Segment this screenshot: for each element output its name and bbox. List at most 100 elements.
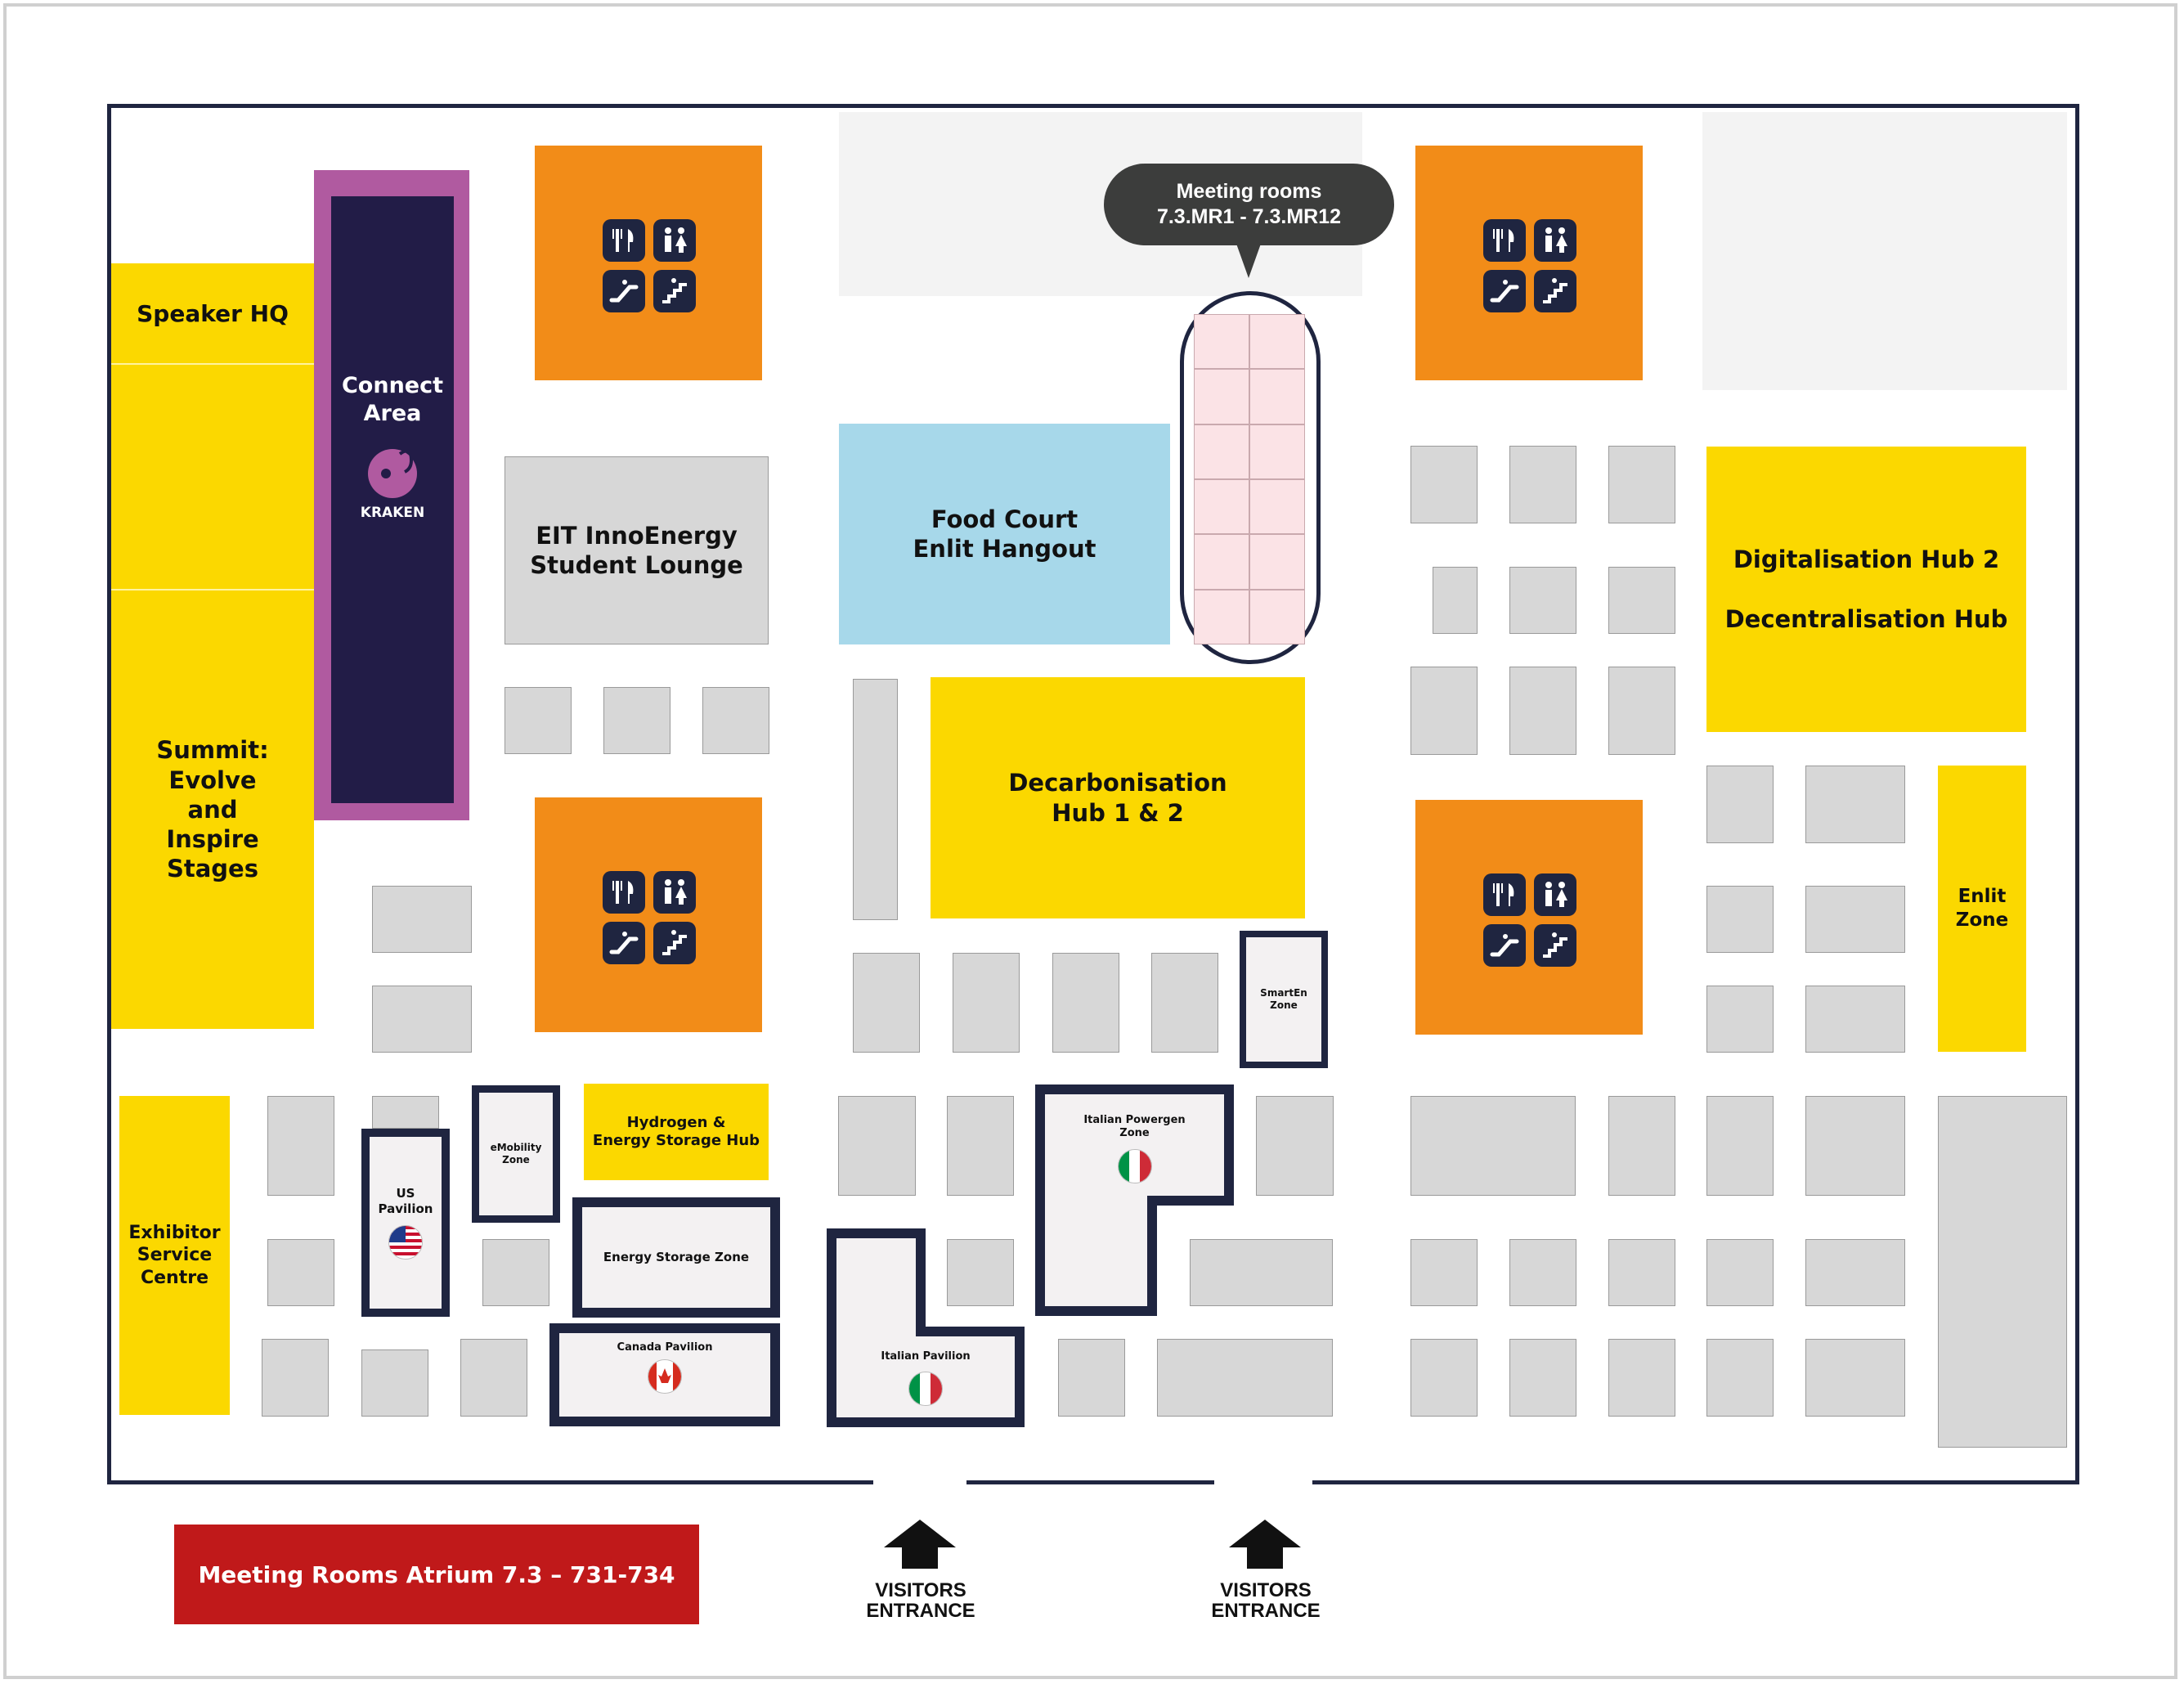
- exhibitor-booth[interactable]: [1058, 1339, 1125, 1417]
- exhibitor-booth[interactable]: [267, 1239, 334, 1306]
- energy-storage-zone[interactable]: Energy Storage Zone: [572, 1197, 780, 1318]
- canada-pavilion[interactable]: Canada Pavilion: [549, 1323, 780, 1426]
- exhibitor-booth[interactable]: [1608, 1239, 1675, 1306]
- exhibitor-booth[interactable]: [482, 1239, 549, 1306]
- exhibitor-booth[interactable]: [1805, 886, 1905, 953]
- meeting-room[interactable]: [1194, 314, 1249, 370]
- digitalisation-hub[interactable]: Digitalisation Hub 2 Decentralisation Hu…: [1706, 447, 2026, 732]
- stairs-icon: [1534, 924, 1576, 967]
- entrance-left-label[interactable]: VISITORS ENTRANCE: [866, 1579, 975, 1623]
- escalator-icon: [603, 270, 645, 312]
- decarbonisation-hub[interactable]: Decarbonisation Hub 1 & 2: [931, 677, 1305, 918]
- enlit-zone[interactable]: Enlit Zone: [1938, 766, 2026, 1052]
- meeting-room[interactable]: [1194, 534, 1249, 590]
- meeting-room[interactable]: [1249, 314, 1305, 370]
- exhibitor-booth[interactable]: [1433, 567, 1478, 634]
- stairs-icon: [653, 270, 696, 312]
- speaker-hq-area[interactable]: Speaker HQ: [111, 263, 314, 365]
- food-court[interactable]: Food Court Enlit Hangout: [839, 424, 1170, 644]
- fork-knife-icon: [1483, 219, 1526, 262]
- us-flag-icon: [388, 1224, 423, 1260]
- meeting-room[interactable]: [1249, 369, 1305, 424]
- italian-powergen-zone[interactable]: Italian Powergen Zone: [1045, 1114, 1224, 1196]
- exhibitor-booth[interactable]: [1509, 667, 1576, 755]
- summit-stages-area[interactable]: Summit: Evolve and Inspire Stages: [111, 591, 314, 1029]
- exhibitor-booth[interactable]: [1706, 1239, 1774, 1306]
- meeting-rooms-atrium[interactable]: Meeting Rooms Atrium 7.3 – 731-734: [174, 1525, 699, 1624]
- meeting-room[interactable]: [1194, 479, 1249, 535]
- exhibitor-booth[interactable]: [947, 1096, 1014, 1196]
- exhibitor-service-centre[interactable]: Exhibitor Service Centre: [119, 1096, 230, 1415]
- exhibitor-booth[interactable]: [361, 1349, 428, 1417]
- smarten-zone[interactable]: SmartEn Zone: [1240, 931, 1328, 1068]
- italy-flag-icon: [1117, 1148, 1152, 1183]
- exhibitor-booth[interactable]: [853, 953, 920, 1053]
- exhibitor-booth[interactable]: [372, 886, 472, 953]
- meeting-rooms-grid: [1194, 314, 1305, 644]
- exhibitor-booth[interactable]: [1509, 1239, 1576, 1306]
- exhibitor-booth[interactable]: [838, 1096, 916, 1196]
- connect-area[interactable]: Connect Area KRAKEN: [331, 196, 454, 803]
- meeting-room[interactable]: [1249, 534, 1305, 590]
- meeting-room[interactable]: [1194, 589, 1249, 644]
- italian-pavilion[interactable]: Italian Pavilion: [836, 1345, 1015, 1411]
- exhibitor-booth[interactable]: [1052, 953, 1119, 1053]
- meeting-rooms-callout[interactable]: Meeting rooms 7.3.MR1 - 7.3.MR12: [1104, 164, 1394, 245]
- exhibitor-booth[interactable]: [1608, 567, 1675, 634]
- exhibitor-booth[interactable]: [1509, 567, 1576, 634]
- exhibitor-booth[interactable]: [1706, 986, 1774, 1053]
- exhibitor-booth[interactable]: [1706, 766, 1774, 843]
- exhibitor-booth[interactable]: [1608, 1339, 1675, 1417]
- exhibitor-booth[interactable]: [702, 687, 769, 754]
- exhibitor-booth[interactable]: [953, 953, 1020, 1053]
- meeting-room[interactable]: [1249, 479, 1305, 535]
- exhibitor-booth[interactable]: [1805, 1096, 1905, 1196]
- exhibitor-booth[interactable]: [1805, 1239, 1905, 1306]
- exhibitor-booth[interactable]: [1256, 1096, 1334, 1196]
- exhibitor-booth[interactable]: [1805, 986, 1905, 1053]
- emobility-zone[interactable]: eMobility Zone: [472, 1085, 560, 1223]
- meeting-room[interactable]: [1194, 369, 1249, 424]
- exhibitor-booth[interactable]: [372, 1096, 439, 1129]
- meeting-room[interactable]: [1194, 424, 1249, 479]
- exhibitor-booth[interactable]: [1706, 1096, 1774, 1196]
- exhibitor-booth[interactable]: [460, 1339, 527, 1417]
- exhibitor-booth[interactable]: [1151, 953, 1218, 1053]
- exhibitor-booth[interactable]: [267, 1096, 334, 1196]
- exhibitor-booth[interactable]: [1706, 886, 1774, 953]
- exhibitor-booth[interactable]: [1190, 1239, 1333, 1306]
- amenity-icon-cluster: [1483, 873, 1576, 967]
- exhibitor-booth[interactable]: [1805, 766, 1905, 843]
- eit-lounge-label: EIT InnoEnergy Student Lounge: [530, 521, 743, 579]
- exhibitor-booth[interactable]: [1805, 1339, 1905, 1417]
- exhibitor-booth[interactable]: [372, 986, 472, 1053]
- exhibitor-booth[interactable]: [262, 1339, 329, 1417]
- emobility-label: eMobility Zone: [490, 1142, 542, 1165]
- exhibitor-booth[interactable]: [1410, 667, 1478, 755]
- exhibitor-booth[interactable]: [1410, 1339, 1478, 1417]
- exhibitor-booth[interactable]: [1157, 1339, 1333, 1417]
- exhibitor-booth[interactable]: [1608, 446, 1675, 523]
- energy-storage-label: Energy Storage Zone: [603, 1250, 750, 1265]
- exhibitor-booth[interactable]: [1410, 1096, 1576, 1196]
- us-pavilion[interactable]: US Pavilion: [361, 1129, 450, 1317]
- exhibitor-booth[interactable]: [1509, 1339, 1576, 1417]
- hall-wall-segment: [1312, 1480, 2079, 1484]
- exhibitor-booth[interactable]: [1410, 1239, 1478, 1306]
- exhibitor-booth[interactable]: [1608, 667, 1675, 755]
- exhibitor-booth[interactable]: [947, 1239, 1014, 1306]
- exhibitor-booth[interactable]: [1410, 446, 1478, 523]
- meeting-room[interactable]: [1249, 424, 1305, 479]
- eit-student-lounge[interactable]: EIT InnoEnergy Student Lounge: [505, 456, 769, 644]
- exhibitor-booth[interactable]: [853, 679, 898, 920]
- exhibitor-booth[interactable]: [1938, 1096, 2067, 1448]
- hydrogen-storage-hub[interactable]: Hydrogen & Energy Storage Hub: [584, 1084, 769, 1180]
- entrance-right-label[interactable]: VISITORS ENTRANCE: [1211, 1579, 1321, 1623]
- meeting-room[interactable]: [1249, 589, 1305, 644]
- stairs-icon: [653, 922, 696, 964]
- exhibitor-booth[interactable]: [603, 687, 670, 754]
- exhibitor-booth[interactable]: [1608, 1096, 1675, 1196]
- exhibitor-booth[interactable]: [1706, 1339, 1774, 1417]
- exhibitor-booth[interactable]: [505, 687, 572, 754]
- exhibitor-booth[interactable]: [1509, 446, 1576, 523]
